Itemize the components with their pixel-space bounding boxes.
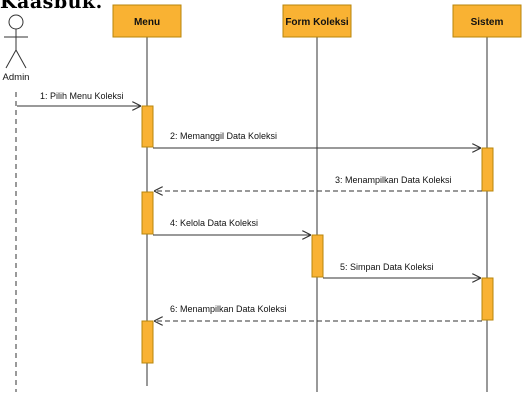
header-text-fragment: Kaasbuk. (0, 0, 103, 13)
actor-form-koleksi-label: Form Koleksi (285, 17, 349, 28)
activation-sistem-2 (481, 277, 494, 321)
message-2-label: 2: Memanggil Data Koleksi (170, 131, 277, 141)
message-4-label: 4: Kelola Data Koleksi (170, 218, 258, 228)
activation-form-1 (311, 234, 324, 278)
actor-admin-label: Admin (3, 72, 30, 83)
message-2: 2: Memanggil Data Koleksi (153, 131, 481, 148)
actor-sistem-label: Sistem (471, 17, 504, 28)
activation-menu-2 (141, 191, 154, 235)
message-3: 3: Menampilkan Data Koleksi (154, 175, 482, 191)
message-5: 5: Simpan Data Koleksi (323, 262, 481, 278)
actor-form-koleksi: Form Koleksi (282, 4, 352, 38)
activation-sistem-1 (481, 147, 494, 192)
message-1-label: 1: Pilih Menu Koleksi (40, 91, 124, 101)
actor-menu: Menu (112, 4, 182, 38)
message-3-label: 3: Menampilkan Data Koleksi (335, 175, 452, 185)
activation-menu-1 (141, 105, 154, 148)
message-5-label: 5: Simpan Data Koleksi (340, 262, 434, 272)
actor-admin (4, 14, 28, 69)
message-6-label: 6: Menampilkan Data Koleksi (170, 304, 287, 314)
actor-sistem: Sistem (452, 4, 522, 38)
message-4: 4: Kelola Data Koleksi (153, 218, 311, 235)
actor-menu-label: Menu (134, 17, 160, 28)
activation-menu-3 (141, 320, 154, 364)
message-1: 1: Pilih Menu Koleksi (17, 91, 141, 106)
admin-head (8, 14, 24, 30)
message-6: 6: Menampilkan Data Koleksi (154, 304, 482, 321)
